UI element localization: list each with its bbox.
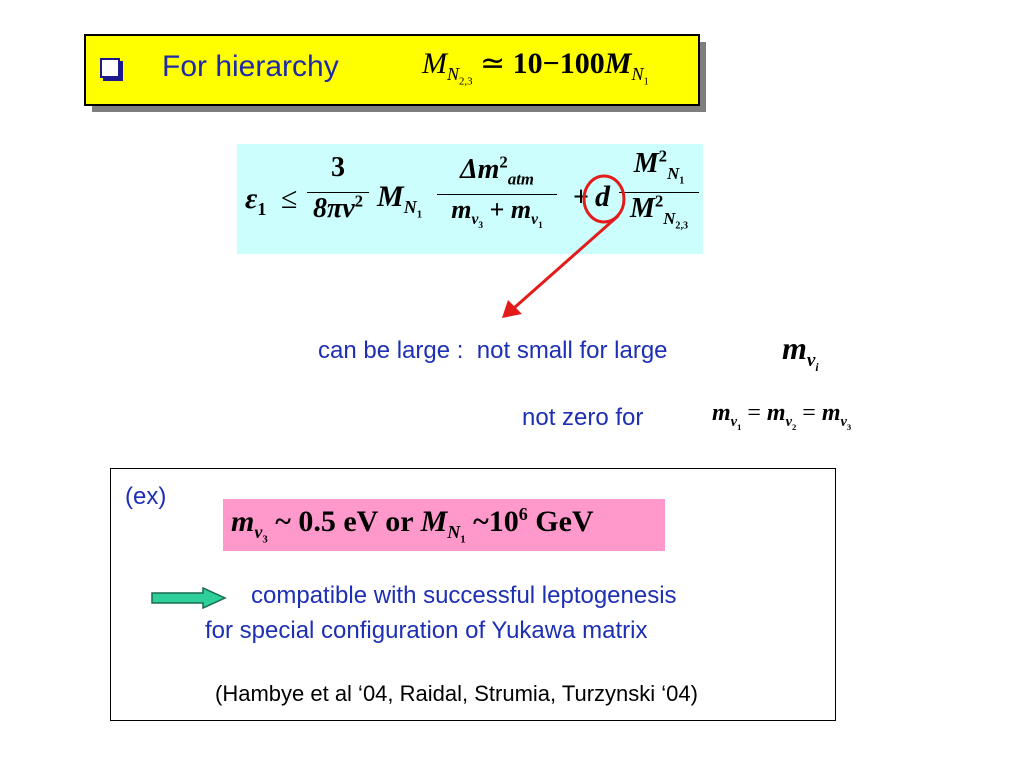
compatible-text-line1: compatible with successful leptogenesis xyxy=(251,582,677,609)
pointer-arrowhead-icon xyxy=(502,300,522,318)
not-zero-for-label: not zero for xyxy=(522,404,644,431)
can-be-large-label: can be large : not small for large xyxy=(318,337,668,364)
epsilon-symbol: ε1 xyxy=(245,182,267,219)
leq-symbol: ≤ xyxy=(281,182,298,215)
compatible-text-line2: for special configuration of Yukawa matr… xyxy=(205,617,648,644)
mass-M-N1: MN1 xyxy=(377,180,423,221)
m-nu-i-symbol: mνi xyxy=(782,330,819,375)
example-formula-highlight: mν3 ~ 0.5 eV or MN1 ~106 GeV xyxy=(223,499,665,551)
right-arrow-icon xyxy=(151,587,227,609)
example-formula: mν3 ~ 0.5 eV or MN1 ~106 GeV xyxy=(231,504,594,546)
example-label: (ex) xyxy=(125,483,167,510)
fraction-delta-m-atm: Δm2atm mν3 + mν1 xyxy=(437,154,557,231)
parameter-d: d xyxy=(595,180,610,213)
example-box: (ex) mν3 ~ 0.5 eV or MN1 ~106 GeV compat… xyxy=(110,468,836,721)
checkbox-bullet-icon xyxy=(100,58,120,78)
title-box: For hierarchy MN2,3 ≃ 10−100MN1 xyxy=(84,34,700,106)
fraction-3-over-8piv2: 3 8πv2 xyxy=(307,152,369,225)
degenerate-masses-equation: mν1 = mν2 = mν3 xyxy=(712,400,852,432)
cp-asymmetry-bound-formula: ε1 ≤ 3 8πv2 MN1 Δm2atm mν3 + mν1 + d M2N… xyxy=(237,144,703,254)
pointer-arrow-line xyxy=(513,214,619,310)
title-mass-relation: MN2,3 ≃ 10−100MN1 xyxy=(422,47,649,88)
highlight-circle xyxy=(582,174,626,224)
fraction-M-squared-ratio: M2N1 M2N2,3 xyxy=(619,148,699,230)
reference-citation: (Hambye et al ‘04, Raidal, Strumia, Turz… xyxy=(215,681,698,706)
title-text: For hierarchy xyxy=(162,50,339,83)
